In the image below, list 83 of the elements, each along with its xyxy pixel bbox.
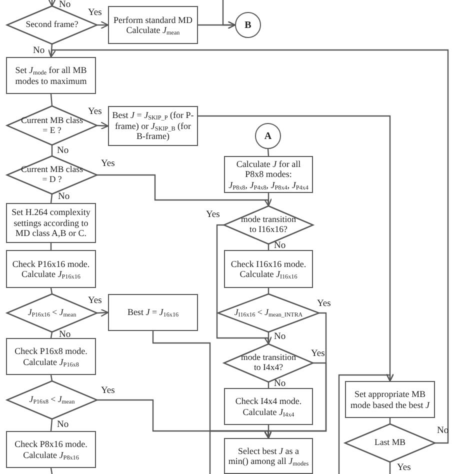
arrow [97,20,109,30]
decision-text: Second frame? [24,20,80,30]
decision-diamond [345,424,435,462]
box-text: Set appropriate MB mode based the best J [350,389,431,410]
decision-text: mode transition to I16x16? [240,215,297,235]
box-text: J$_{P8x8}$, J$_{P4x8}$, J$_{P8x4}$, J$_{P4x4}$ [228,180,308,190]
decision-text: Current MB class = E ? [20,116,84,136]
process-box [345,381,435,418]
decision-diamond [7,156,97,194]
edge-label: No [58,1,72,10]
edge-label: No [32,47,46,56]
connector-circle [235,12,261,38]
arrow [264,362,327,439]
box-text: Set J$_{mode}$ for all MB modes to maximum [14,65,88,86]
arrow [96,122,109,130]
connector-line [51,145,53,156]
connector-line [50,44,53,58]
arrow [216,224,272,345]
edge-label: No [56,147,70,156]
process-box [224,156,313,193]
arrow [222,0,236,30]
box-text: Best J = J$_{SKIP_P}$ (for P-frame) or J$_{SKIP_B}$ (for B-frame) [111,110,195,142]
decision-diamond [7,381,97,419]
edge-label: Yes [87,108,103,118]
box-text: Set H.264 complexity settings according to MD class A,B or C. [10,207,92,239]
connector-line [50,468,53,474]
box-text: Check I4x4 mode. Calculate J$_{I4x4}$ [234,396,303,417]
edge-label: No [58,331,72,340]
edge-label: No [273,380,287,390]
box-text: Perform standard MD Calculate J$_{mean}$ [112,14,194,36]
edge-label: Yes [205,211,221,220]
box-text: Check P16x16 mode. Calculate J$_{P16x16}$ [11,258,91,280]
box-text: Check I16x16 mode. Calculate J$_{I16x16}$ [230,258,308,280]
edge-label: Yes [100,160,116,170]
edge-label: No [57,193,71,202]
edge-label: No [273,242,287,252]
decision-text: J$_{P16x8}$ < J$_{mean}$ [28,395,76,405]
process-box [6,338,96,375]
connector-letter: B [244,20,252,30]
connector-line [268,193,270,206]
decision-text: mode transition to I4x4? [240,353,297,373]
box-text: Select best J as a min() among all J$_{modes}$ [227,446,310,466]
connector-line [50,332,53,338]
decision-text: Current MB class = D ? [20,165,84,185]
process-box [224,438,313,474]
box-text: Check P16x8 mode. Calculate J$_{P16x8}$ [14,346,88,367]
edge-label: Yes [87,297,103,306]
process-box [6,250,96,288]
process-box [108,294,198,331]
edge-label: Yes [396,464,412,474]
arrow [338,373,394,474]
arrow [48,49,449,444]
connector-line [267,148,270,156]
edge-label: No [56,421,70,430]
edge-label: Yes [310,350,326,360]
process-box [108,6,198,44]
arrow [48,0,56,7]
connector-line [389,462,391,474]
box-text: Best J = J$_{16x16}$ [127,307,179,318]
arrow [97,174,272,207]
arrow [96,308,109,317]
process-box [6,57,96,94]
edge-label: Yes [100,387,116,396]
box-text: Check P8x16 mode. Calculate J$_{P8x16}$ [14,439,88,460]
connector-line [50,374,53,382]
connector-line [50,194,53,204]
connector-line [268,332,270,344]
process-box [224,388,313,425]
edge-label: Yes [316,300,332,310]
connector-line [50,94,53,106]
box-text: Calculate J for all P8x8 modes: [235,158,302,180]
connector-circle [255,123,281,149]
connector-line [50,288,53,294]
connector-line [50,418,53,432]
process-box [6,431,96,468]
decision-text: J$_{I16x16}$ < J$_{mean_INTRA}$ [233,308,304,318]
edge-label: No [273,333,287,342]
edge-label: Yes [87,9,103,18]
process-box [224,250,313,288]
connector-letter: A [264,130,272,142]
decision-text: J$_{P16x16}$ < J$_{mean}$ [26,308,78,318]
decision-diamond [218,294,319,332]
decision-text: Last MB [373,438,407,448]
